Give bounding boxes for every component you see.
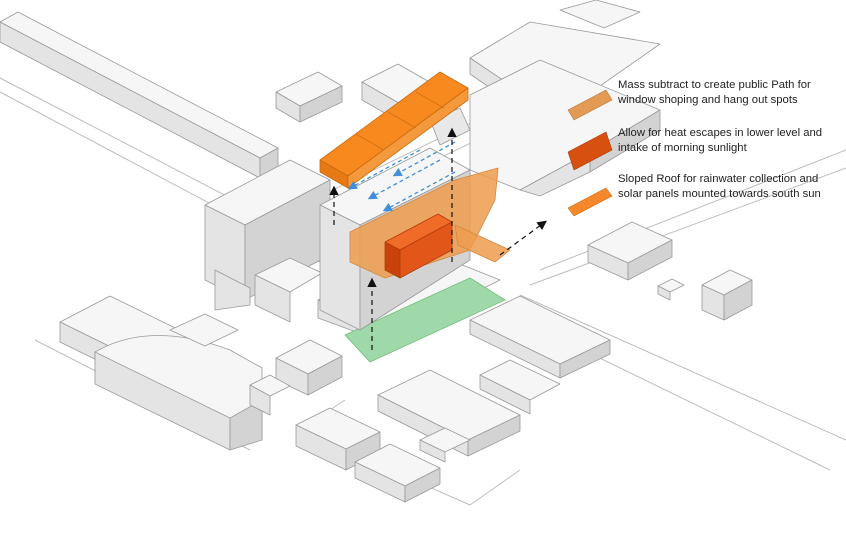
southwest-blocks	[59, 295, 343, 451]
swatch-heat-escape	[567, 131, 613, 171]
south-blocks	[295, 295, 611, 503]
legend-text-heat-escape: Allow for heat escapes in lower level an…	[618, 127, 823, 154]
west-tower	[204, 159, 331, 323]
legend-text-sloped-roof: Sloped Roof for rainwater collection and…	[618, 173, 821, 200]
long-slab-building	[0, 11, 279, 179]
legend-text-mass-subtract: Mass subtract to create public Path for …	[618, 79, 811, 106]
circulation-arrows	[329, 127, 547, 350]
airflow-arrows	[347, 141, 456, 212]
swatch-sloped-roof	[567, 187, 613, 217]
swatch-mass-subtract	[567, 89, 613, 121]
legend-swatches	[567, 89, 613, 217]
east-blocks	[587, 221, 753, 321]
large-building-northeast	[469, 0, 661, 197]
small-block-north	[275, 71, 343, 123]
green-public-path	[344, 277, 506, 363]
